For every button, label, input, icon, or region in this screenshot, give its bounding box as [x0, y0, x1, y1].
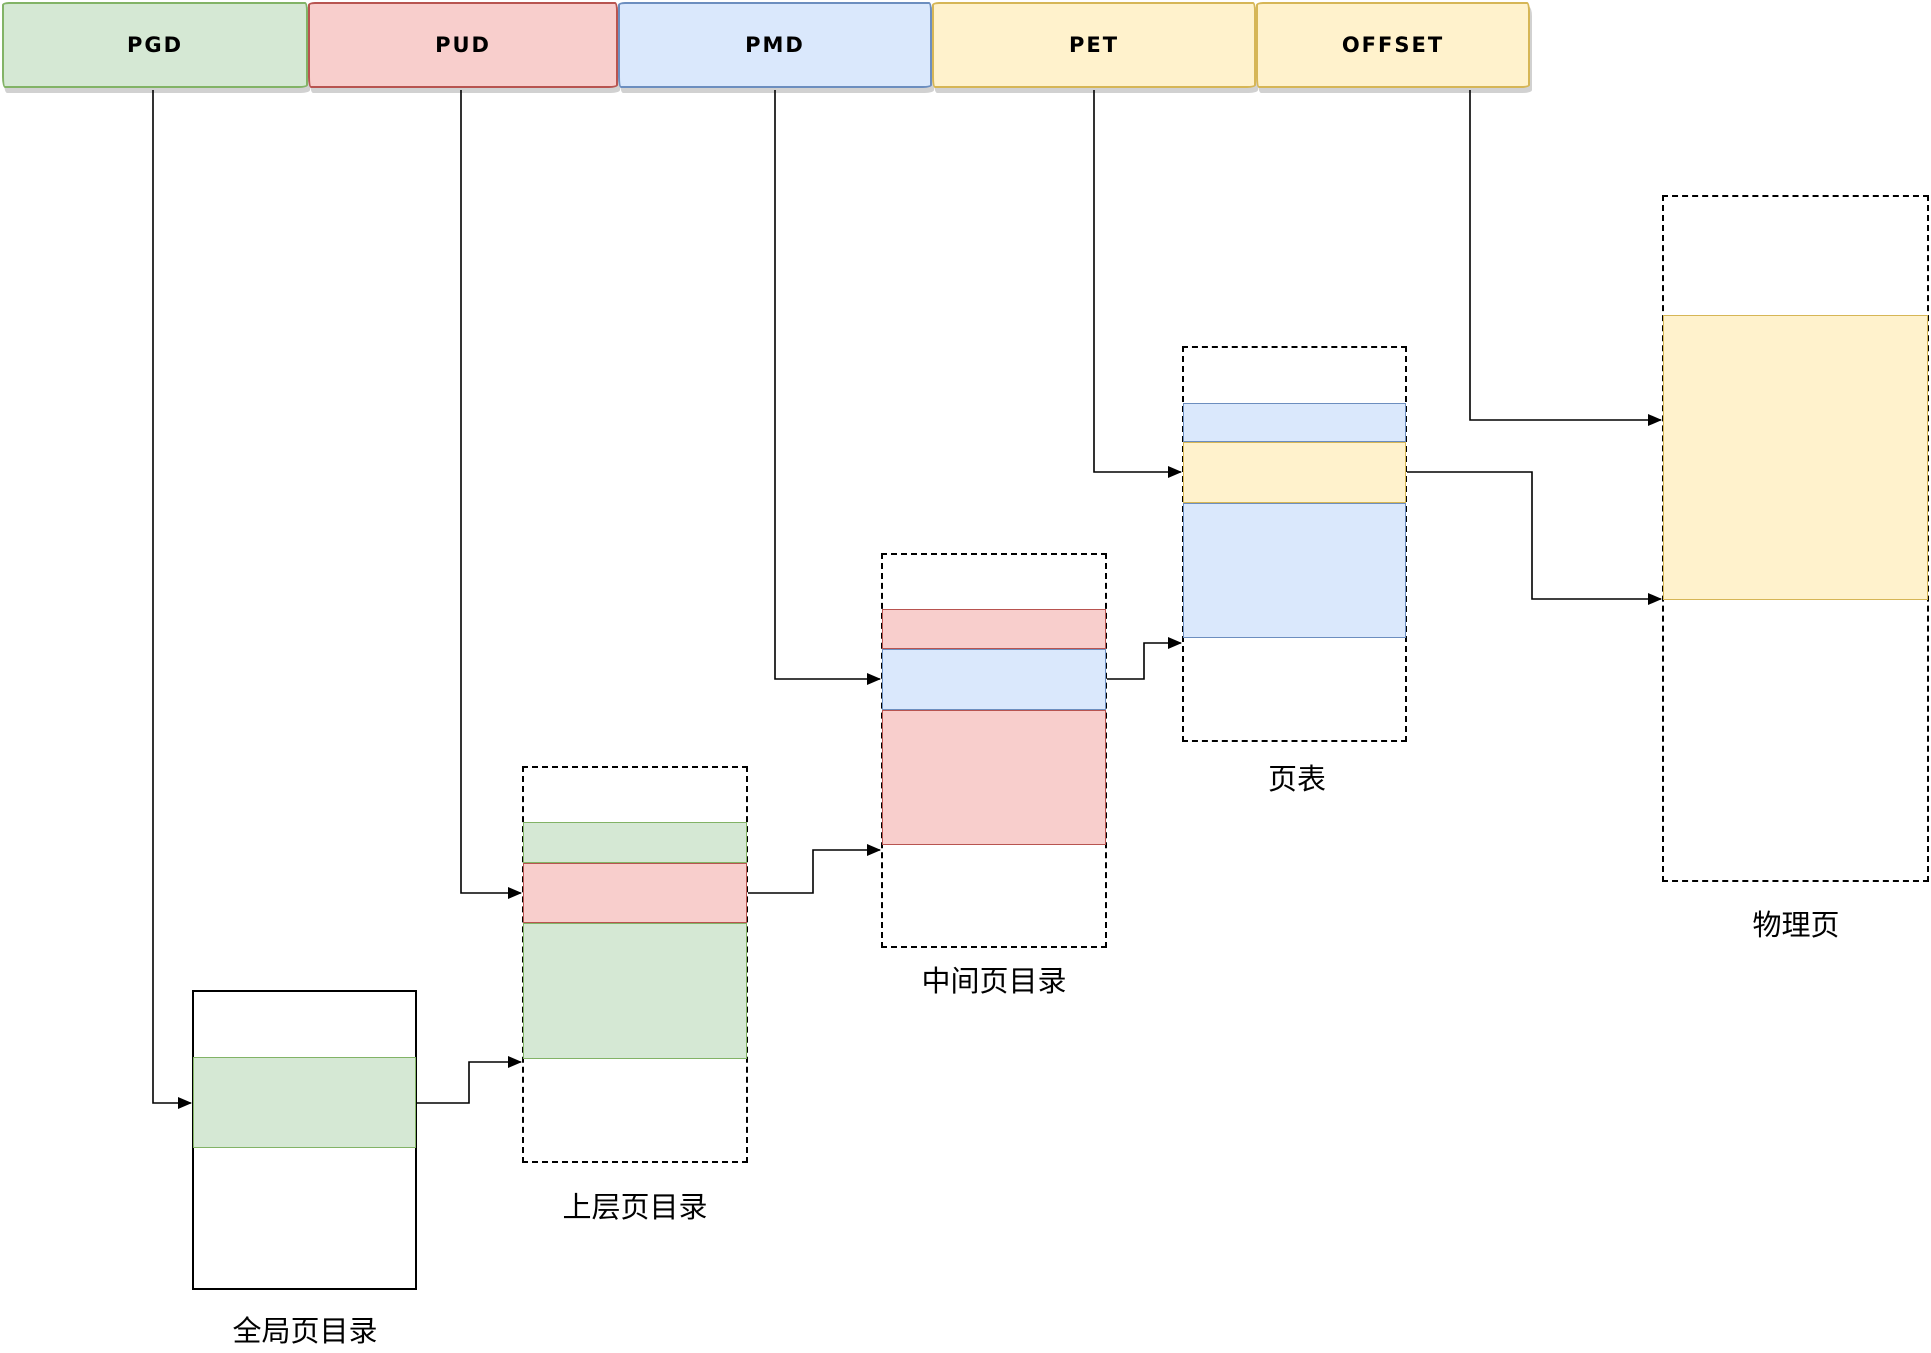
arrow-pet-to-page-table — [1093, 90, 1182, 478]
arrow-page-table-to-physical-page — [1407, 471, 1662, 605]
physical-page-caption: 物理页 — [1752, 908, 1840, 942]
upper-dir-green-block-bottom — [523, 923, 747, 1059]
middle-dir-highlighted-entry — [882, 649, 1106, 710]
arrow-pmd-to-middle-dir — [774, 90, 881, 685]
arrow-pud-to-upper-dir — [460, 90, 522, 899]
arrow-global-dir-to-upper-dir — [417, 1056, 522, 1104]
global-dir-highlighted-entry — [193, 1057, 416, 1148]
address-field-pmd: PMD — [618, 2, 932, 88]
page-table-blue-block-top — [1183, 403, 1406, 442]
address-field-pet-label: PET — [1068, 33, 1120, 57]
arrow-middle-dir-to-page-table — [1107, 637, 1182, 680]
arrow-upper-dir-to-middle-dir — [748, 844, 881, 894]
page-table-highlighted-entry — [1183, 442, 1406, 503]
address-field-offset-label: OFFSET — [1341, 33, 1445, 57]
address-field-pud-label: PUD — [435, 33, 491, 57]
upper-page-directory-table — [522, 766, 748, 1163]
address-field-pud: PUD — [308, 2, 618, 88]
upper-dir-highlighted-entry — [523, 863, 747, 923]
global-page-directory-caption: 全局页目录 — [232, 1314, 378, 1348]
arrow-offset-to-physical-page — [1469, 90, 1662, 426]
page-table-caption: 页表 — [1267, 762, 1327, 796]
physical-page-frame — [1663, 315, 1928, 600]
address-field-pmd-label: PMD — [745, 33, 805, 57]
upper-page-directory-caption: 上层页目录 — [562, 1190, 708, 1224]
address-field-pgd: PGD — [2, 2, 308, 88]
middle-dir-red-block-top — [882, 609, 1106, 649]
address-field-pet: PET — [932, 2, 1256, 88]
middle-page-directory-table — [881, 553, 1107, 948]
address-field-offset: OFFSET — [1256, 2, 1530, 88]
physical-page-box — [1662, 195, 1929, 882]
arrow-pgd-to-global-dir — [152, 90, 192, 1109]
middle-dir-red-block-bottom — [882, 710, 1106, 845]
page-table-blue-block-bottom — [1183, 503, 1406, 638]
address-field-pgd-label: PGD — [126, 33, 184, 57]
page-table — [1182, 346, 1407, 742]
global-page-directory-table — [192, 990, 417, 1290]
upper-dir-green-block-top — [523, 822, 747, 863]
middle-page-directory-caption: 中间页目录 — [921, 964, 1067, 998]
